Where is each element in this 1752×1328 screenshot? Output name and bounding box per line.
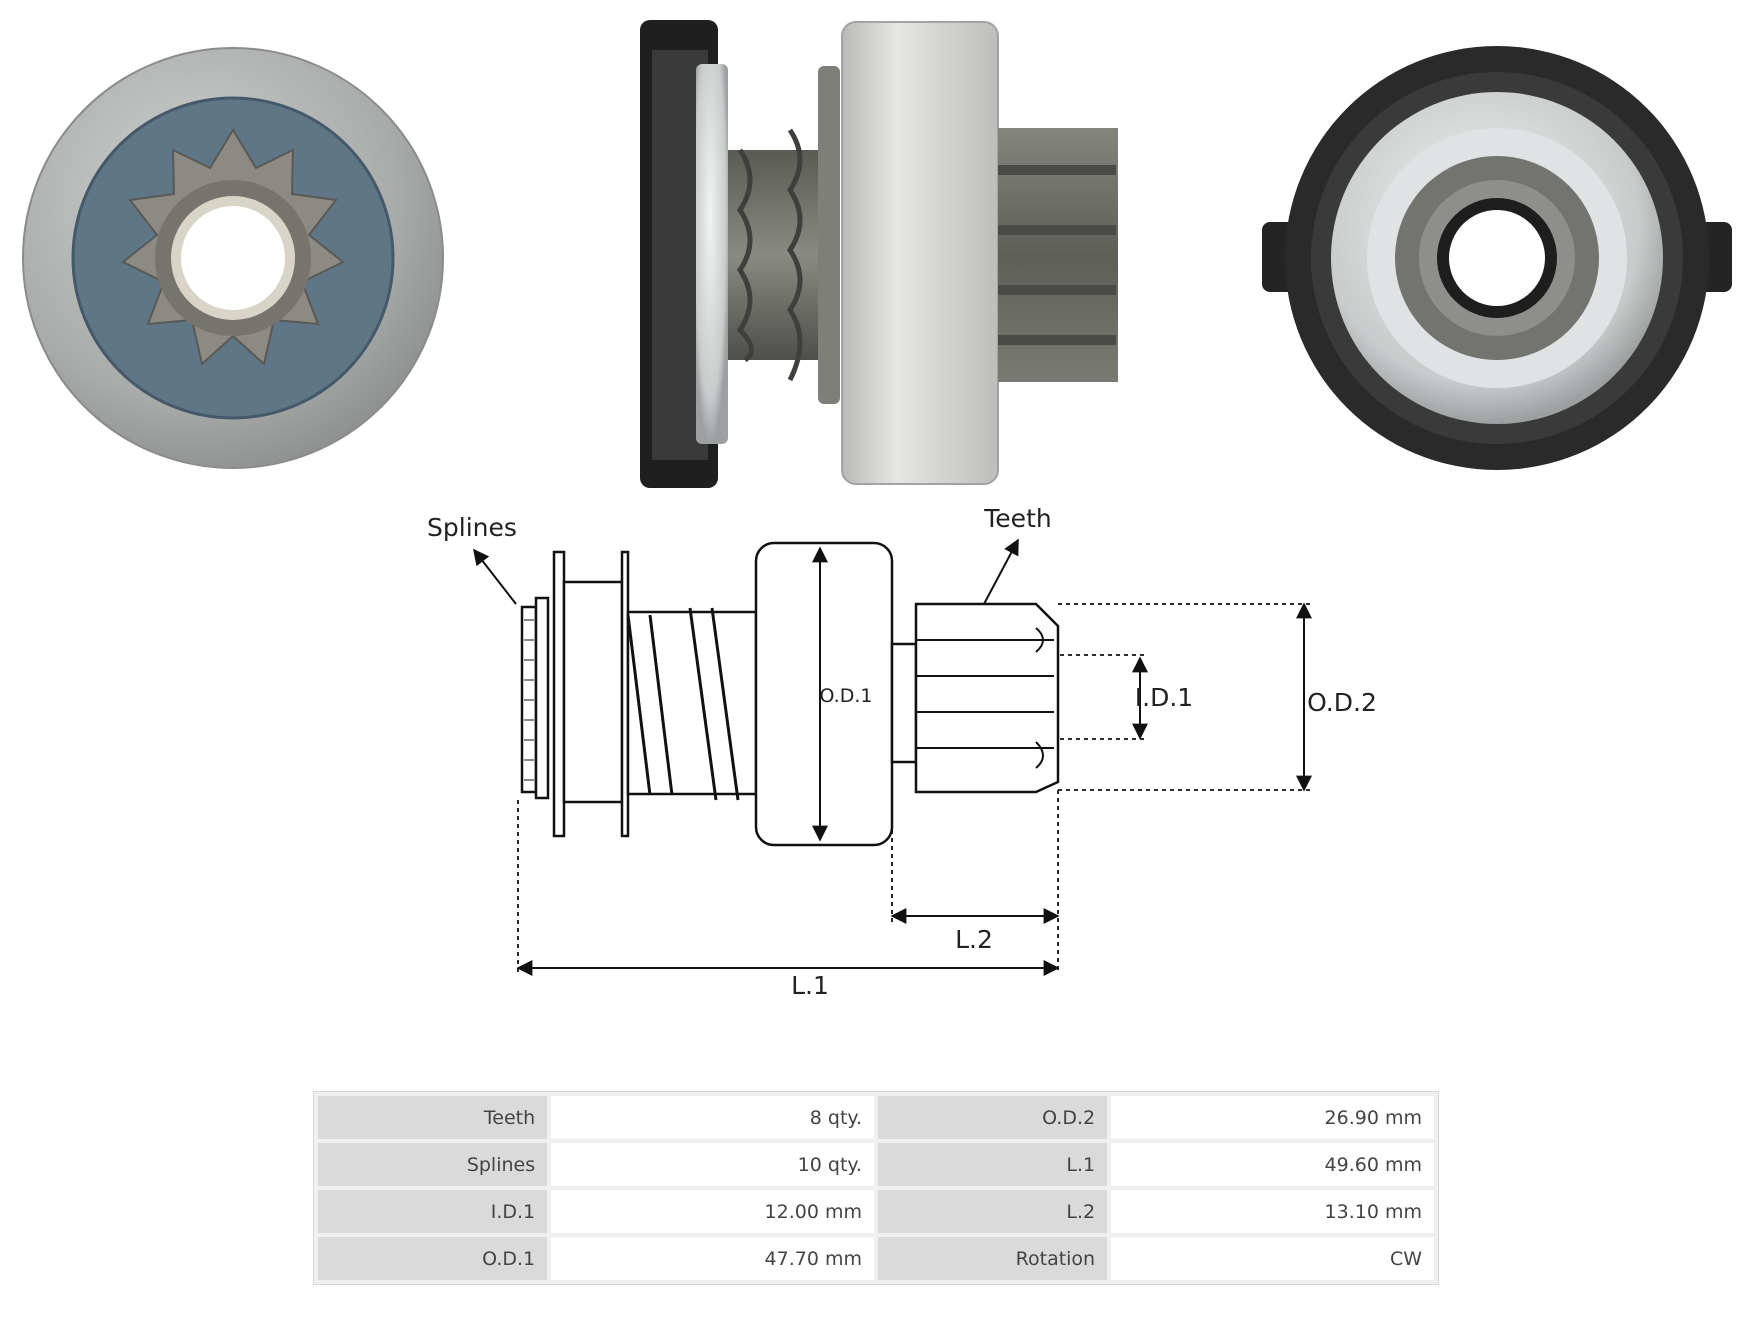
spec-value: 10 qty.: [551, 1143, 874, 1186]
label-id1: I.D.1: [1135, 683, 1193, 712]
dimension-lines: [473, 538, 1312, 976]
label-l2: L.2: [955, 925, 993, 954]
front-view-photo: [22, 47, 444, 469]
spec-table: Teeth 8 qty. O.D.2 26.90 mm Splines 10 q…: [313, 1091, 1439, 1285]
table-row: I.D.1 12.00 mm L.2 13.10 mm: [318, 1190, 1434, 1233]
dimension-drawing: Splines Teeth O.D.1 I.D.1 O.D.2 L.2 L.1: [427, 504, 1377, 1000]
spec-value: 8 qty.: [551, 1096, 874, 1139]
rear-view-photo: [1262, 46, 1732, 470]
spec-value: 26.90 mm: [1111, 1096, 1434, 1139]
table-row: O.D.1 47.70 mm Rotation CW: [318, 1237, 1434, 1280]
spec-label: O.D.1: [318, 1237, 548, 1280]
gear-teeth-icon: [998, 128, 1118, 382]
spec-value: 13.10 mm: [1111, 1190, 1434, 1233]
label-l1: L.1: [791, 971, 829, 1000]
table-row: Splines 10 qty. L.1 49.60 mm: [318, 1143, 1434, 1186]
side-view-photo: [640, 20, 1118, 488]
spec-label: Teeth: [318, 1096, 548, 1139]
label-od2: O.D.2: [1307, 688, 1377, 717]
label-od1: O.D.1: [820, 685, 873, 707]
spec-value: 47.70 mm: [551, 1237, 874, 1280]
drive-outline: [520, 541, 1060, 847]
spec-value: 49.60 mm: [1111, 1143, 1434, 1186]
spec-label: I.D.1: [318, 1190, 548, 1233]
spec-label: O.D.2: [877, 1096, 1108, 1139]
spec-label: Rotation: [877, 1237, 1108, 1280]
pinion-gear-icon: [121, 128, 345, 366]
product-photos: [22, 20, 1732, 488]
label-splines: Splines: [427, 513, 517, 542]
spec-label: L.2: [877, 1190, 1108, 1233]
spec-label: Splines: [318, 1143, 548, 1186]
table-row: Teeth 8 qty. O.D.2 26.90 mm: [318, 1096, 1434, 1139]
spec-value: 12.00 mm: [551, 1190, 874, 1233]
spec-value: CW: [1111, 1237, 1434, 1280]
spec-label: L.1: [877, 1143, 1108, 1186]
label-teeth: Teeth: [983, 504, 1051, 533]
